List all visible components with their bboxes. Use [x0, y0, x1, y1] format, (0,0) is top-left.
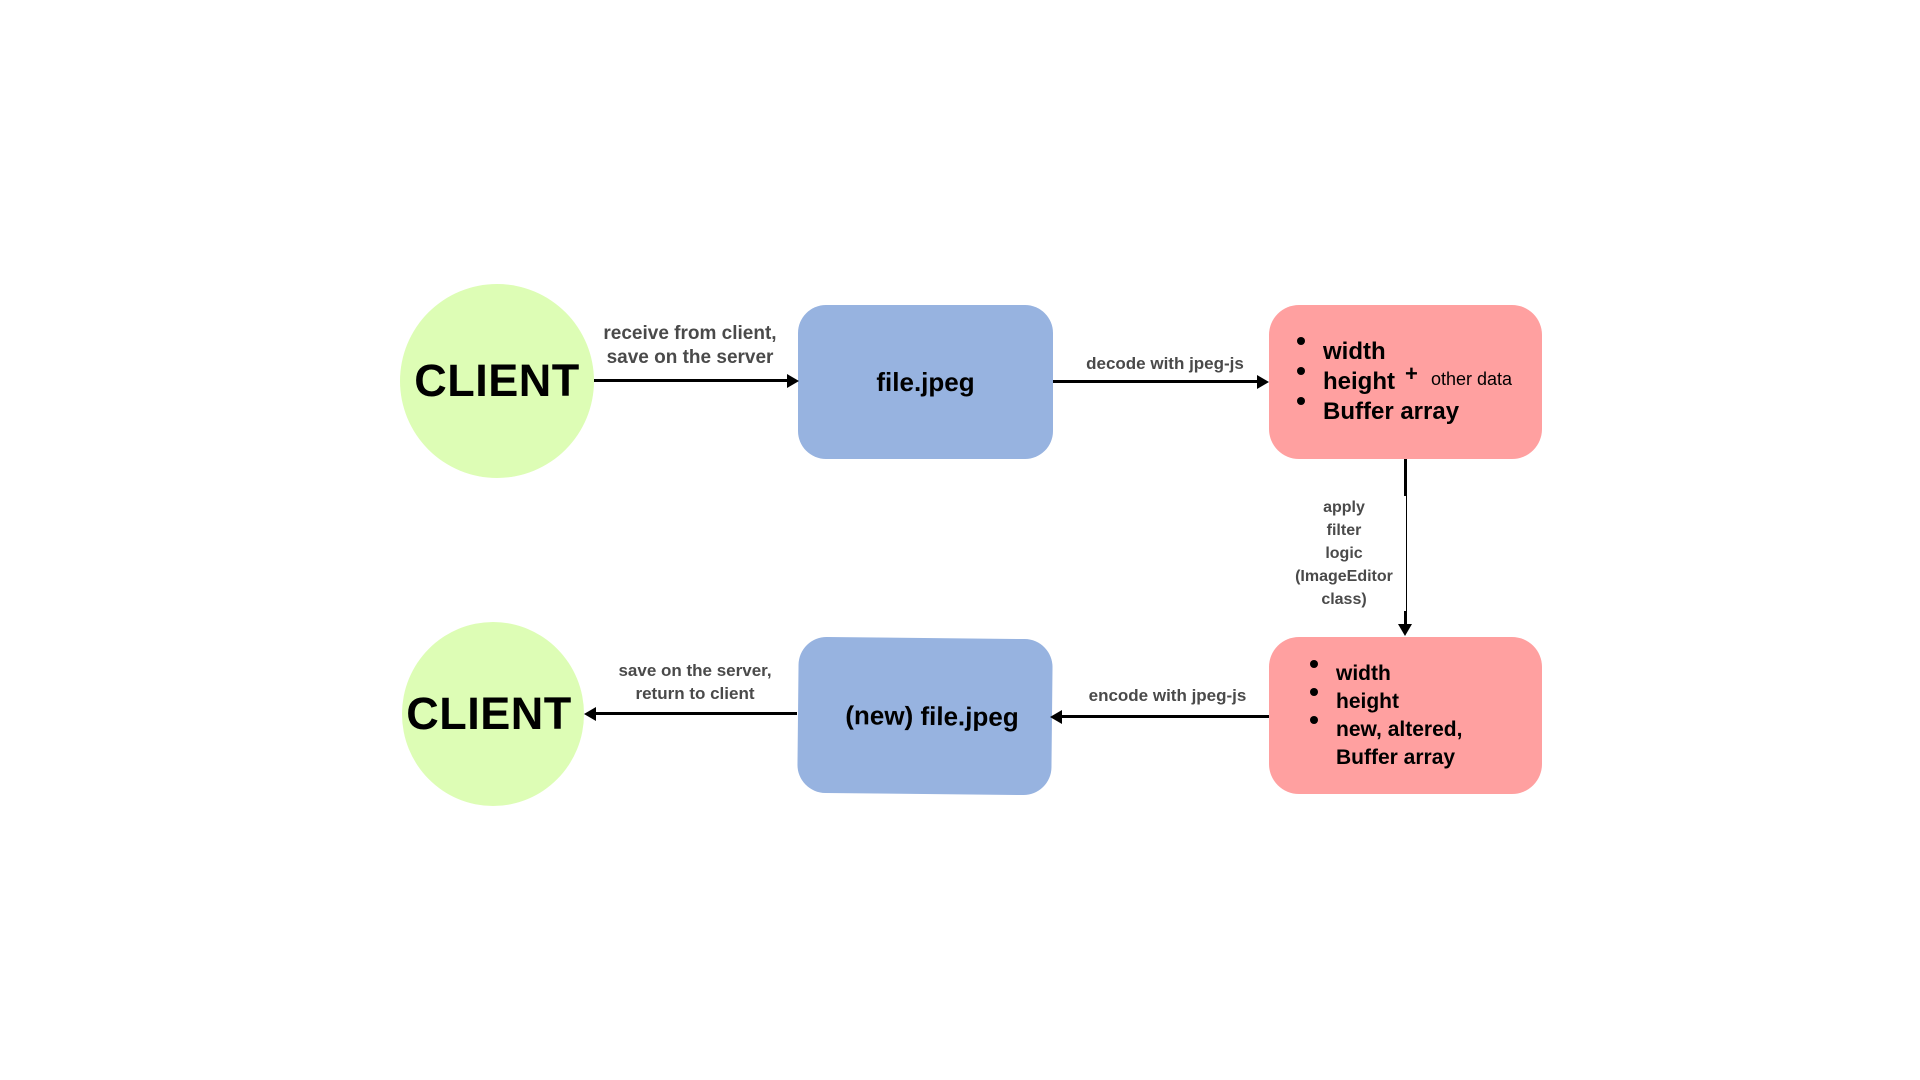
- decoded-data-list: width height Buffer array: [1296, 337, 1460, 427]
- client-label: CLIENT: [414, 355, 580, 406]
- edge-label-encode: encode with jpeg-js: [1088, 686, 1247, 705]
- file-jpeg-node: file.jpeg: [798, 305, 1053, 459]
- altered-data-node: width height new, altered, Buffer array: [1269, 637, 1542, 794]
- client-label: CLIENT: [406, 688, 572, 739]
- other-data-label: other data: [1431, 369, 1513, 389]
- arrow-new-file-to-client: [596, 712, 797, 715]
- edge-label-receive: receive from client, save on the server: [603, 323, 777, 368]
- new-file-jpeg-label: (new) file.jpeg: [845, 699, 1019, 732]
- decoded-data-node: width height Buffer array + other data: [1269, 305, 1542, 459]
- list-item: width: [1310, 659, 1506, 688]
- arrowhead-right-icon: [1257, 375, 1269, 389]
- list-item: height: [1310, 687, 1506, 716]
- plus-sign: +: [1405, 361, 1418, 386]
- list-item: height: [1296, 367, 1459, 397]
- arrowhead-left-icon: [1050, 710, 1062, 724]
- edge-label-return: save on the server, return to client: [618, 661, 772, 703]
- altered-data-list: width height new, altered, Buffer array: [1310, 659, 1506, 772]
- edge-label-apply: apply filter logic (ImageEditor class): [1282, 496, 1406, 611]
- client-node-bottom: CLIENT: [402, 622, 584, 806]
- list-item: width: [1296, 337, 1459, 367]
- arrow-altered-to-new-file: [1061, 715, 1269, 718]
- file-jpeg-label: file.jpeg: [876, 366, 975, 397]
- arrow-client-to-file: [594, 379, 789, 382]
- edge-label-decode: decode with jpeg-js: [1086, 354, 1244, 373]
- arrow-file-to-decoded: [1053, 380, 1258, 383]
- list-item: Buffer array: [1296, 397, 1460, 425]
- arrowhead-left-icon: [584, 707, 596, 721]
- list-item: new, altered, Buffer array: [1310, 715, 1506, 772]
- arrowhead-down-icon: [1398, 624, 1412, 636]
- client-node-top: CLIENT: [400, 284, 594, 478]
- new-file-jpeg-node: (new) file.jpeg: [797, 636, 1053, 796]
- arrowhead-right-icon: [787, 374, 799, 388]
